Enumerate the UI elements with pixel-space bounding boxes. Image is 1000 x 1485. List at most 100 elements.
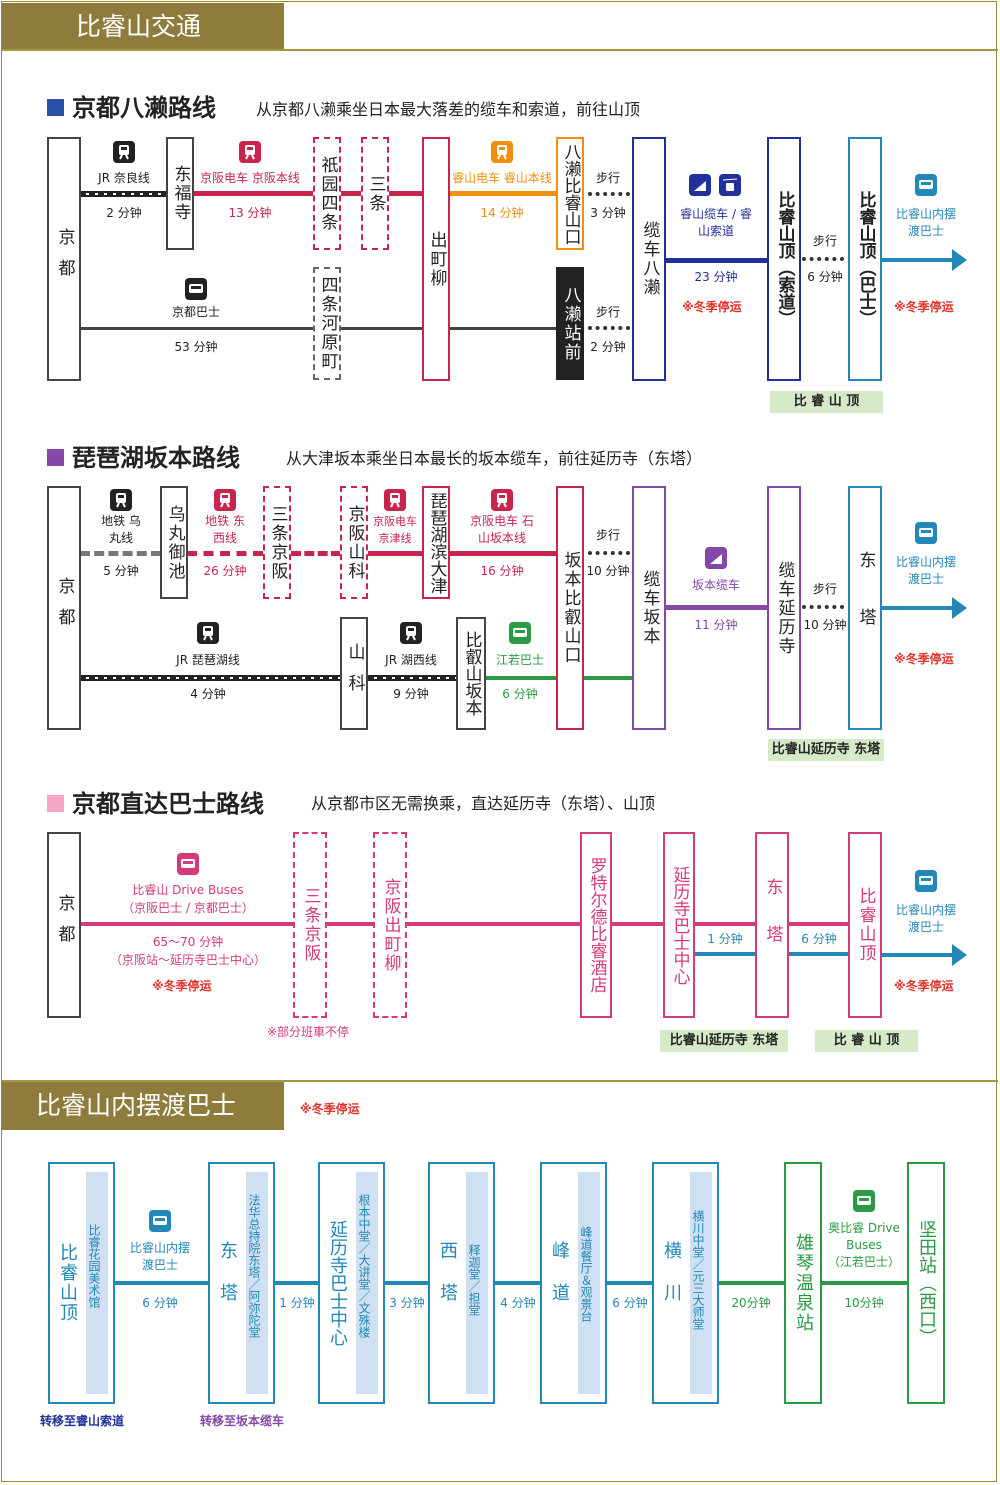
jr-nara-line [80,191,167,197]
travel-time: 16 分钟 [480,564,524,578]
shuttle-line [275,1281,320,1285]
line-label: 比睿山内摆渡巴士 [896,903,957,934]
line-label: 比睿山内摆渡巴士 [896,207,957,238]
line-label: 比睿山内摆渡巴士 [130,1241,191,1272]
shuttle-line [882,258,954,262]
walk-dots [588,551,630,555]
station-sanjo-keihan: 三条京阪 [263,486,291,599]
travel-time: 6 分钟 [502,687,538,701]
station-sanjo: 三条 [361,137,389,250]
area-label-todo: 比睿山延历寺 东塔 [768,739,884,761]
winter-note: ※冬季停运 [300,1102,360,1116]
shuttle-line [115,1281,210,1285]
bus-icon [185,278,207,300]
transfer-note: 转移至睿山索道 [39,1414,125,1428]
sakamoto-cable-line [665,605,768,610]
route3-title: 京都直达巴士路线 [47,784,264,819]
transfer-note: 转移至坂本缆车 [199,1414,285,1428]
line-label: 睿山电车 睿山本线 [452,171,552,185]
train-icon [491,489,513,511]
travel-time: 10分钟 [844,1296,884,1310]
line-label: JR 琵琶湖线 [176,653,240,667]
travel-time: 10 分钟 [586,564,630,578]
shuttle-line [788,952,850,956]
station-summit-ropeway: 比睿山顶（索道） [767,137,801,381]
station-cable-enryakuji: 缆车延历寺 [767,486,801,730]
train-icon [239,141,261,163]
line-label: JR 湖西线 [385,653,437,667]
travel-time: 6 分钟 [801,932,837,946]
skip-note: ※部分班車不停 [266,1025,350,1039]
line-label: 地铁 东西线 [205,514,245,545]
keihan-line [193,191,423,196]
station-yase-ekimae: 八濑站前 [556,267,584,380]
stop-poi: 比睿花园美术馆 [87,1224,101,1308]
route3-subtitle: 从京都市区无需换乘，直达延历寺（东塔）、山顶 [311,794,656,813]
station-yamashina: 山科 [340,617,368,730]
travel-time: 4 分钟 [500,1296,536,1310]
travel-time-note: （京阪站～延历寺巴士中心） [109,953,267,967]
travel-time: 53 分钟 [174,340,218,354]
arrow-right-icon [952,597,967,619]
subway-tozai-line [187,551,263,556]
travel-time: 4 分钟 [190,687,226,701]
area-label-todo: 比睿山延历寺 东塔 [660,1030,788,1052]
line-label: 坂本缆车 [691,578,741,592]
jr-kosei-line [368,675,458,681]
travel-time: 6 分钟 [612,1296,648,1310]
station-summit: 比睿山顶 [848,832,882,1018]
travel-time: 26 分钟 [203,564,247,578]
route2-title: 琵琶湖坂本路线 [47,438,240,473]
travel-time: 9 分钟 [393,687,429,701]
travel-time: 13 分钟 [228,206,272,220]
line-label: （京阪巴士 / 京都巴士） [122,901,254,915]
train-icon [400,622,422,644]
walk-label: 步行 [812,582,838,596]
divider [2,1080,998,1082]
station-sanjo-keihan: 三条京阪 [293,832,327,1018]
bus-icon [853,1190,875,1212]
area-label-summit: 比 睿 山 顶 [815,1030,918,1052]
jr-biwako-line [80,675,341,681]
cable-car-icon [689,174,711,196]
station-hieizan-sakamoto: 比叡山坂本 [456,617,486,730]
route2-subtitle: 从大津坂本乘坐日本最长的坂本缆车，前往延历寺（东塔） [286,449,703,468]
winter-note: ※冬季停运 [152,979,212,993]
station-yase-hieizanguchi: 八濑比睿山口 [556,137,584,250]
station-biwako-hamaotsu: 琵琶湖滨大津 [422,486,450,599]
ropeway-icon [719,174,741,196]
stop-summit: 比睿山顶 比睿花园美术馆 [48,1162,115,1404]
train-icon [214,489,236,511]
station-todo: 东塔 [848,486,882,730]
station-gion-shijo: 祇园四条 [313,137,341,250]
station-kyoto: 京都 [47,832,81,1018]
section-header-transport: 比睿山交通 [2,3,284,51]
station-sakamoto-hieizanguchi: 坂本比叡山口 [556,486,584,730]
travel-time: 5 分钟 [103,564,139,578]
bus-icon [149,1210,171,1232]
bus-icon [509,622,531,644]
train-icon [110,489,132,511]
line-label: 京都巴士 [171,305,221,319]
stop-yokawa: 横川 横川中堂／元三大师堂 [652,1162,719,1404]
line-label: 京阪电车 京阪本线 [200,171,300,185]
stop-saito: 西塔 释迦堂／担堂 [428,1162,495,1404]
stop-poi: 根本中堂／大讲堂／文殊楼 [357,1194,371,1338]
station-bus-center: 延历寺巴士中心 [663,832,695,1018]
stop-poi: 峰道餐厅＆观景台 [579,1226,593,1322]
subway-karasuma-line [80,551,161,556]
station-karasuma-oike: 乌丸御池 [160,486,188,599]
winter-note: ※冬季停运 [894,652,954,666]
station-kyoto: 京都 [47,137,81,381]
line-label: JR 奈良线 [98,171,150,185]
travel-time: 2 分钟 [590,340,626,354]
station-kyoto: 京都 [47,486,81,730]
walk-dots [802,605,844,609]
station-hotel: 罗特尔德比睿酒店 [580,832,612,1018]
train-icon [197,622,219,644]
drive-bus-line [694,922,756,926]
shuttle-line [718,1281,785,1285]
subway-tozai-line [291,551,341,556]
walk-label: 步行 [595,305,621,319]
line-label: 比睿山内摆渡巴士 [896,555,957,586]
